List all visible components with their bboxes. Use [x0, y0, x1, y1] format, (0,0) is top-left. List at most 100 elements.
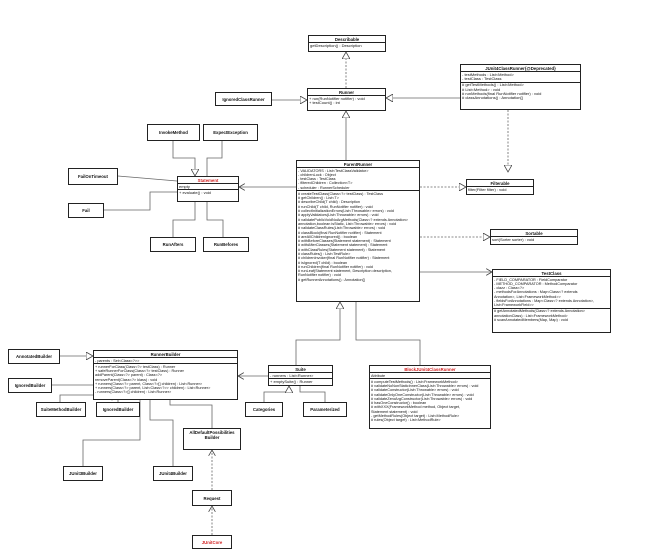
- junit4-class-runner-class[interactable]: JUnit4ClassRunner{@Deprecated} - testMet…: [460, 64, 581, 110]
- class-name: AllDefaultPossibilities: [189, 429, 235, 435]
- class-method: # childrenInvoker(final RunNotifier noti…: [298, 256, 390, 261]
- class-name: JUnit4ClassRunner{@Deprecated}: [485, 65, 556, 71]
- describable-class[interactable]: Describable getDescription() : Descripti…: [308, 35, 386, 52]
- class-field: - fieldsForAnnotations : Map<Class<? ext…: [494, 299, 595, 304]
- class-name: Parameterized: [310, 407, 340, 412]
- block-junit4-to-parent-runner-line: [355, 302, 421, 365]
- class-method: # validateConstructor(List<Throwable> er…: [371, 388, 459, 393]
- categories-to-suite-line: [263, 386, 289, 402]
- class-field: - METHOD_COMPARATOR : MethodComparator: [494, 281, 578, 286]
- class-name: IgnoredBuilder: [14, 383, 46, 388]
- class-field: - clazz : Class<?>: [494, 286, 525, 291]
- class-method: + evaluate() : void: [179, 190, 211, 195]
- categories-class[interactable]: Categories: [245, 402, 283, 417]
- invoke-method-to-statement-line: [172, 141, 195, 176]
- class-method: - getMethodRules(Object target) : List<M…: [371, 414, 460, 419]
- suite-class[interactable]: Suite - runners : List<Runner> + emptySu…: [268, 365, 333, 386]
- parent-runner-class[interactable]: ParentRunner - VALIDATORS : List<TestCla…: [296, 160, 420, 302]
- request-class[interactable]: Request: [192, 490, 232, 506]
- class-method: # validateNoNonStaticInnerClass(List<Thr…: [371, 383, 479, 388]
- class-name: SuiteMethodBuilder: [40, 407, 82, 412]
- class-method: # getRunnerAnnotations() : Annotation[]: [298, 277, 365, 282]
- ignored-builder-class[interactable]: IgnoredBuilder: [8, 378, 52, 393]
- class-field: - testClass : TestClass: [298, 177, 336, 182]
- expect-exception-class[interactable]: ExpectException: [203, 124, 258, 141]
- class-name: JUnit3Builder: [69, 471, 97, 476]
- class-method: # runLeaf(Statement statement, Descripti…: [298, 269, 392, 274]
- run-befores-class[interactable]: RunBefores: [203, 237, 249, 252]
- class-method: # classRules() : List<TestRule>: [298, 252, 351, 256]
- class-method: # getTestMethods() : List<Method>: [462, 83, 524, 88]
- class-name: BlockJUnit4ClassRunner: [404, 366, 456, 372]
- class-name: Runner: [338, 89, 355, 95]
- fail-class[interactable]: Fail: [68, 203, 104, 218]
- junit-core-class[interactable]: JUnitCore: [192, 535, 232, 549]
- class-method: # hasOneConstructor() : boolean: [371, 401, 427, 406]
- class-method: # describeChild(T child) : Description: [298, 200, 360, 205]
- junit4-builder-class[interactable]: JUnit4Builder: [153, 466, 193, 481]
- class-method: # getChildren() : List<T>: [298, 196, 339, 201]
- suite-to-parent-runner-line: [295, 302, 340, 365]
- class-method: # runMethods(final RunNotifier notifier)…: [462, 91, 542, 96]
- all-default-possibilities-builder-class[interactable]: AllDefaultPossibilities Builder: [183, 428, 241, 450]
- filterable-interface[interactable]: Filterable filter(Filter filter) : void: [466, 179, 534, 195]
- annotated-builder-class[interactable]: AnnotatedBuilder: [8, 349, 60, 364]
- class-name: IgnoredClassRunner: [222, 96, 265, 102]
- invoke-method-class[interactable]: InvokeMethod: [147, 124, 200, 141]
- class-method: annotationClass) : List<FrameworkMethod>: [494, 313, 568, 318]
- class-field: Annotation>, List<FrameworkMethod>>: [494, 294, 561, 299]
- class-method: + runners(Class<?> parent, List<Class<?>…: [95, 386, 211, 391]
- class-method: # withAfterClasses(Statement statement) …: [298, 243, 388, 248]
- class-method: # runChildren(final RunNotifier notifier…: [298, 264, 373, 269]
- class-method: # withBeforeClasses(Statement statement)…: [298, 239, 391, 244]
- fail-on-timeout-to-statement-line: [117, 175, 178, 182]
- class-method: addParent(Class<?> parent) : Class<?>: [95, 373, 163, 378]
- run-afters-to-statement-line: [172, 202, 196, 237]
- class-field: - FIELD_COMPARATOR : FieldComparator: [494, 277, 568, 282]
- class-field: - filteredChildren : Collection<T>: [298, 181, 353, 186]
- parameterized-to-suite-line: [299, 386, 326, 402]
- class-name: RunnerBuilder: [150, 351, 181, 357]
- runner-builder-class[interactable]: RunnerBuilder - parents : Set<Class<?>> …: [93, 350, 238, 400]
- class-member: + testCount() : int: [309, 100, 340, 105]
- class-name: Fail: [82, 208, 90, 213]
- class-method: # rules(Object target) : List<MethodRule…: [371, 418, 441, 423]
- sortable-interface[interactable]: Sortable sort(Sorter sorter) : void: [490, 229, 578, 245]
- class-method: # isIgnored(T child) : boolean: [298, 260, 348, 265]
- runner-class[interactable]: Runner + run(RunNotifier notifier) : voi…: [307, 88, 386, 111]
- junit4-builder-to-runner-builder-line: [149, 400, 174, 466]
- class-method: # validateZeroArgConstructor(List<Throwa…: [371, 396, 473, 401]
- parameterized-class[interactable]: Parameterized: [303, 402, 347, 417]
- junit3-builder-to-runner-builder-line: [82, 400, 141, 466]
- class-name: InvokeMethod: [159, 130, 188, 135]
- class-method: # validatePublicVoidNoArgMethods(Class<?…: [298, 217, 408, 222]
- class-member: getDescription() : Description: [310, 43, 362, 48]
- class-name: Categories: [252, 407, 276, 412]
- class-field: List<FrameworkField>>: [494, 303, 534, 308]
- class-method: # computeTestMethods() : List<FrameworkM…: [371, 379, 458, 384]
- ignored-class-runner-class[interactable]: IgnoredClassRunner: [215, 92, 272, 106]
- suite-method-builder-class[interactable]: SuiteMethodBuilder: [36, 402, 86, 417]
- ignored-builder-2-class[interactable]: IgnoredBuilder: [96, 402, 140, 417]
- class-method: # runChild(T child, RunNotifier notifier…: [298, 204, 373, 209]
- class-method: + runnerForClass(Class<?> testClass) : R…: [95, 364, 176, 369]
- class-name: Suite: [295, 366, 306, 372]
- class-method: + safeRunnerForClass(Class<?> testClass)…: [95, 368, 184, 373]
- fail-on-timeout-class[interactable]: FailOnTimeout: [68, 168, 118, 185]
- class-name: AnnotatedBuilder: [15, 354, 53, 359]
- class-member: sort(Sorter sorter) : void: [492, 237, 535, 242]
- block-junit4-class-runner-class[interactable]: BlockJUnit4ClassRunner Attribute # compu…: [369, 365, 491, 429]
- class-name: Filterable: [490, 180, 510, 186]
- statement-class[interactable]: Statement empty + evaluate() : void: [177, 176, 239, 202]
- class-method: # classAnnotations() : Annotation[]: [462, 96, 523, 101]
- class-field: empty: [179, 184, 190, 189]
- run-afters-class[interactable]: RunAfters: [150, 237, 196, 252]
- run-befores-to-statement-line: [206, 202, 224, 237]
- class-name: TestClass: [541, 270, 562, 276]
- class-method: + emptySuite() : Runner: [270, 379, 313, 384]
- class-method: # createTestClass(Class<?> testClass) : …: [298, 191, 383, 196]
- class-method: # validateOnlyOneConstructor(List<Throwa…: [371, 392, 474, 397]
- junit3-builder-class[interactable]: JUnit3Builder: [63, 466, 103, 481]
- test-class-class[interactable]: TestClass - FIELD_COMPARATOR : FieldComp…: [492, 269, 611, 333]
- class-name: ParentRunner: [343, 161, 373, 167]
